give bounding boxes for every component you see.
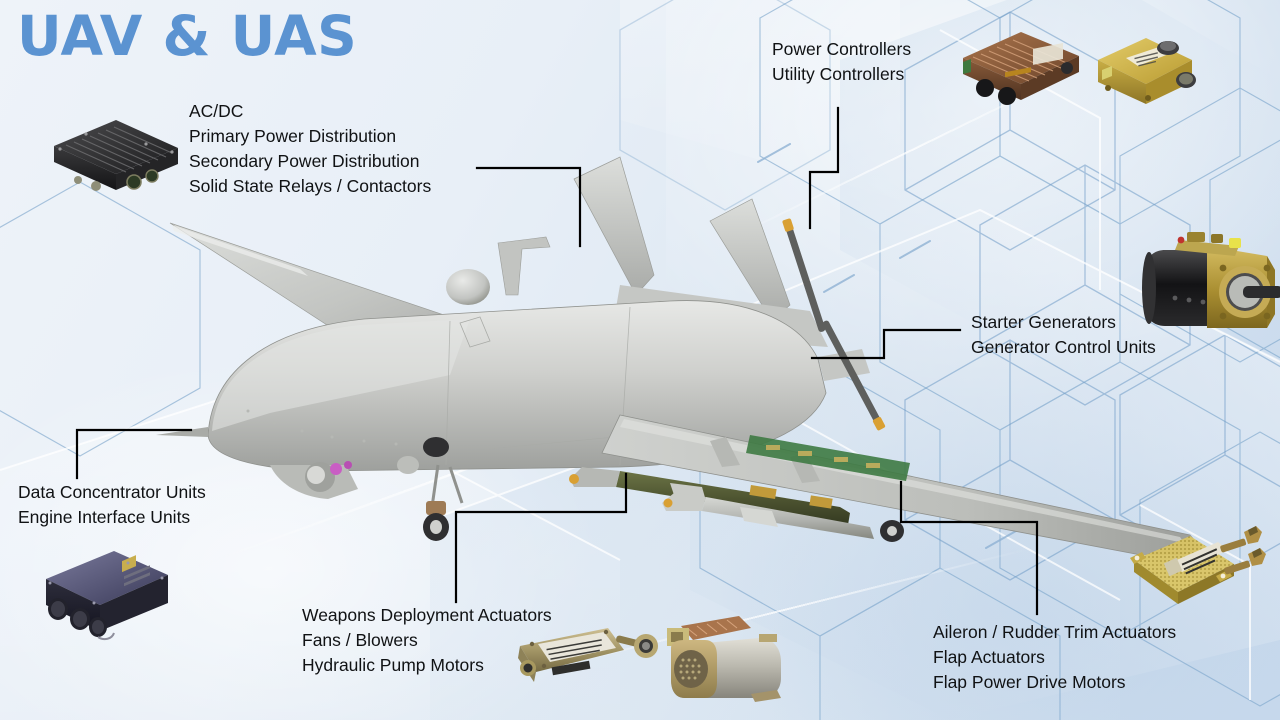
callout-starter-generators: Starter Generators Generator Control Uni… <box>971 310 1156 360</box>
callout-power-distribution: AC/DC Primary Power Distribution Seconda… <box>189 99 431 198</box>
trim-actuator-controller-image <box>1130 526 1266 604</box>
callout-line: Weapons Deployment Actuators <box>302 605 552 625</box>
callout-line: Data Concentrator Units <box>18 482 206 502</box>
callout-line: Generator Control Units <box>971 336 1156 357</box>
callout-power-controllers: Power Controllers Utility Controllers <box>772 37 911 87</box>
callout-line: Flap Actuators <box>933 646 1045 667</box>
uav-aircraft <box>156 156 1207 555</box>
callout-line: Solid State Relays / Contactors <box>189 175 432 196</box>
callout-line: Primary Power Distribution <box>189 125 397 146</box>
callout-flight-control-actuators: Aileron / Rudder Trim Actuators Flap Act… <box>933 620 1176 695</box>
callout-line: Power Controllers <box>772 39 912 59</box>
starter-generator-image <box>1142 232 1280 328</box>
linear-actuator-image <box>518 628 658 682</box>
leader-flight-control-actuators <box>899 480 1039 616</box>
callout-weapons-actuators: Weapons Deployment Actuators Fans / Blow… <box>302 603 552 678</box>
callout-line: AC/DC <box>189 101 244 121</box>
leader-weapons-actuators <box>454 472 628 604</box>
page-title: UAV & UAS <box>17 4 358 68</box>
leader-power-controllers <box>808 106 840 230</box>
leader-power-distribution <box>475 166 582 248</box>
power-controller-unit-image <box>963 32 1079 105</box>
callout-line: Engine Interface Units <box>18 506 191 527</box>
leader-starter-generators <box>810 328 962 360</box>
callout-line: Aileron / Rudder Trim Actuators <box>933 622 1177 642</box>
hydraulic-pump-motor-image <box>667 616 781 702</box>
callout-line: Starter Generators <box>971 312 1116 332</box>
utility-controller-unit-image <box>1098 38 1196 104</box>
callout-line: Hydraulic Pump Motors <box>302 654 484 675</box>
leader-data-concentrator <box>75 428 193 480</box>
callout-line: Secondary Power Distribution <box>189 150 420 171</box>
callout-data-concentrator: Data Concentrator Units Engine Interface… <box>18 480 206 530</box>
data-concentrator-unit-image <box>46 551 168 641</box>
power-distribution-unit-image <box>54 120 178 191</box>
callout-line: Flap Power Drive Motors <box>933 671 1126 692</box>
callout-line: Utility Controllers <box>772 63 905 84</box>
callout-line: Fans / Blowers <box>302 629 418 650</box>
